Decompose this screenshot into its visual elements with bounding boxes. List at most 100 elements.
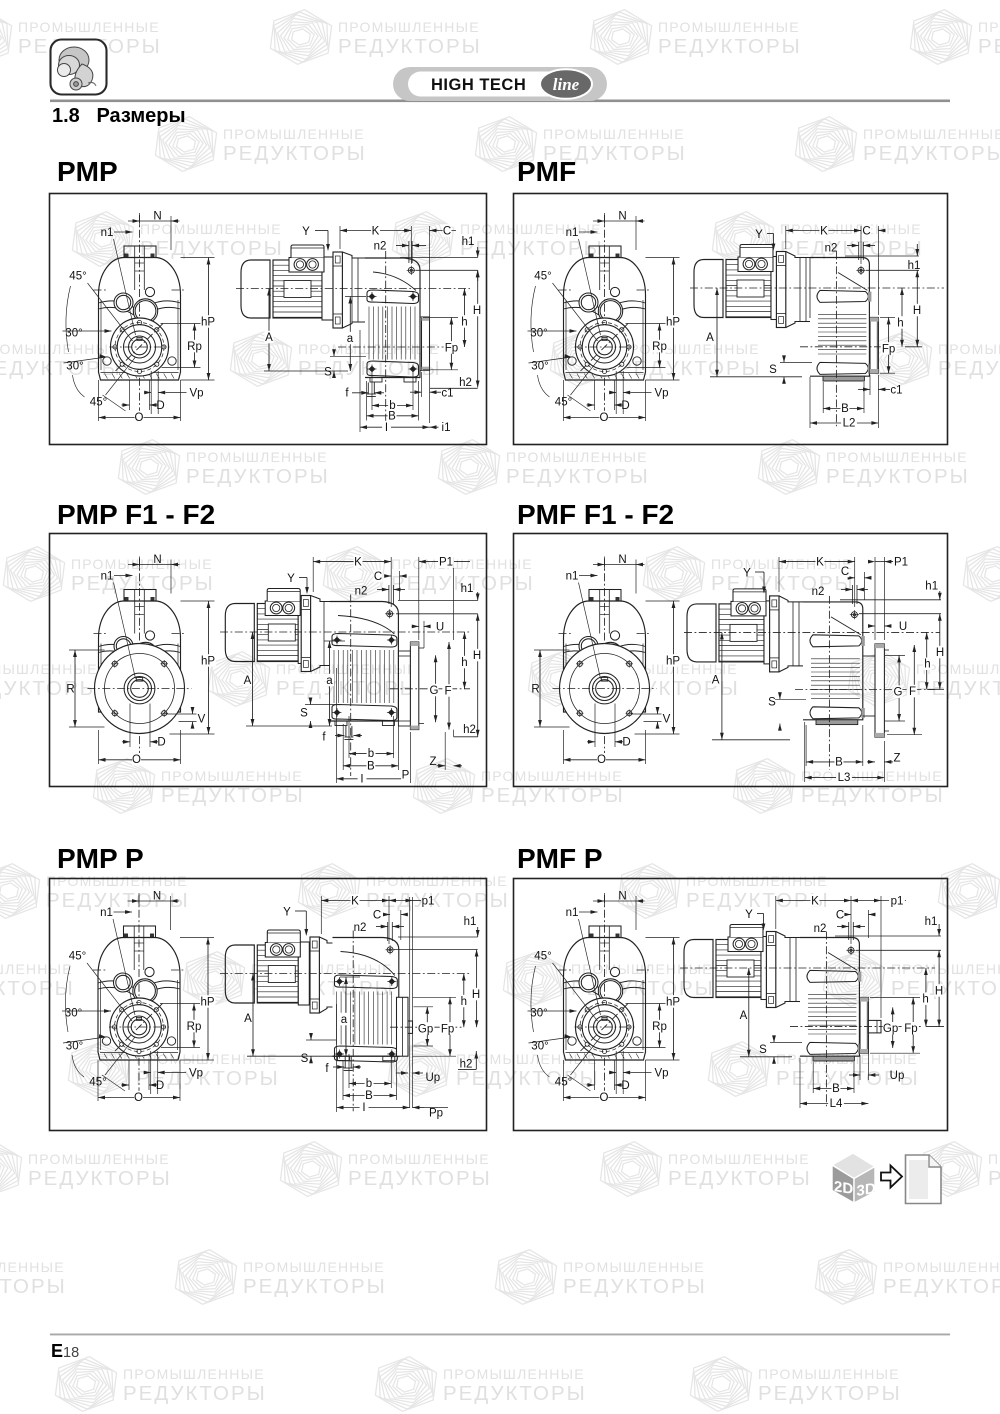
svg-text:G: G	[430, 685, 439, 697]
svg-text:N: N	[153, 554, 161, 566]
svg-text:H: H	[473, 305, 481, 317]
svg-text:n2: n2	[355, 585, 368, 597]
svg-text:N: N	[153, 890, 161, 902]
svg-text:hP: hP	[666, 655, 680, 667]
svg-text:D: D	[621, 1080, 629, 1092]
svg-text:45°: 45°	[555, 396, 572, 408]
svg-text:K: K	[820, 225, 828, 237]
svg-text:30°: 30°	[66, 360, 83, 372]
svg-text:hP: hP	[666, 996, 680, 1008]
svg-text:hP: hP	[200, 996, 214, 1008]
svg-text:O: O	[135, 412, 144, 424]
svg-text:n1: n1	[566, 570, 579, 582]
svg-text:A: A	[244, 1013, 252, 1025]
svg-text:hP: hP	[201, 316, 215, 328]
svg-text:i1: i1	[442, 422, 451, 434]
svg-text:C: C	[374, 571, 382, 583]
svg-text:H: H	[473, 650, 481, 662]
svg-text:Gp: Gp	[883, 1023, 898, 1035]
svg-text:S: S	[759, 1044, 767, 1056]
svg-text:K: K	[811, 895, 819, 907]
svg-text:Fp: Fp	[441, 1023, 454, 1035]
svg-text:Up: Up	[425, 1072, 440, 1084]
svg-text:B: B	[841, 403, 849, 415]
svg-text:h: h	[461, 657, 467, 669]
svg-text:N: N	[618, 210, 626, 222]
svg-text:h: h	[924, 659, 930, 671]
svg-text:c1: c1	[441, 387, 453, 399]
svg-text:O: O	[132, 754, 141, 766]
svg-text:c1: c1	[890, 384, 902, 396]
svg-text:a: a	[347, 333, 354, 345]
svg-text:L3: L3	[838, 772, 851, 784]
svg-text:n2: n2	[374, 240, 387, 252]
svg-text:Vp: Vp	[189, 387, 203, 399]
svg-text:h: h	[461, 996, 467, 1008]
svg-text:C: C	[373, 909, 381, 921]
svg-text:Z: Z	[893, 752, 900, 764]
svg-text:p1: p1	[422, 895, 435, 907]
svg-text:C: C	[836, 909, 844, 921]
svg-text:D: D	[156, 400, 164, 412]
svg-text:Y: Y	[745, 909, 753, 921]
svg-text:b: b	[366, 1078, 372, 1090]
svg-text:L4: L4	[830, 1098, 843, 1110]
svg-text:H: H	[936, 647, 944, 659]
svg-text:30°: 30°	[66, 1040, 83, 1052]
svg-text:30°: 30°	[531, 360, 548, 372]
svg-text:30°: 30°	[65, 327, 82, 339]
svg-text:h: h	[897, 317, 903, 329]
svg-text:S: S	[301, 1053, 309, 1065]
svg-text:V: V	[198, 713, 206, 725]
svg-text:30°: 30°	[531, 1040, 548, 1052]
svg-text:45°: 45°	[90, 396, 107, 408]
svg-text:Fp: Fp	[904, 1023, 917, 1035]
svg-text:O: O	[134, 1092, 143, 1104]
svg-text:N: N	[618, 554, 626, 566]
svg-text:n2: n2	[812, 586, 825, 598]
svg-text:P: P	[402, 770, 410, 782]
svg-text:n1: n1	[101, 570, 114, 582]
svg-text:Y: Y	[287, 573, 295, 585]
svg-text:HIGH TECH: HIGH TECH	[431, 76, 526, 94]
svg-text:Y: Y	[302, 226, 310, 238]
svg-text:Fp: Fp	[445, 342, 458, 354]
svg-text:45°: 45°	[534, 270, 551, 282]
svg-text:Rp: Rp	[187, 341, 202, 353]
svg-text:30°: 30°	[65, 1007, 82, 1019]
svg-text:F: F	[444, 685, 451, 697]
svg-text:S: S	[768, 696, 776, 708]
svg-text:F: F	[909, 686, 916, 698]
svg-text:Y: Y	[743, 567, 751, 579]
svg-text:B: B	[835, 756, 843, 768]
svg-text:h: h	[461, 316, 467, 328]
svg-text:B: B	[365, 1090, 373, 1102]
svg-text:I: I	[385, 422, 388, 434]
svg-text:D: D	[622, 737, 630, 749]
svg-text:Vp: Vp	[189, 1067, 203, 1079]
svg-text:B: B	[388, 410, 396, 422]
svg-text:D: D	[157, 737, 165, 749]
svg-text:b: b	[389, 400, 395, 412]
svg-text:H: H	[935, 985, 943, 997]
svg-text:a: a	[341, 1014, 348, 1026]
svg-text:h1: h1	[462, 236, 475, 248]
svg-text:30°: 30°	[530, 327, 547, 339]
svg-text:45°: 45°	[89, 1076, 106, 1088]
svg-text:2D: 2D	[834, 1178, 853, 1198]
svg-text:U: U	[436, 621, 444, 633]
svg-text:f: f	[322, 731, 326, 743]
svg-text:Z: Z	[429, 756, 436, 768]
svg-text:line: line	[553, 75, 580, 94]
svg-text:Vp: Vp	[654, 387, 668, 399]
svg-text:S: S	[769, 364, 777, 376]
svg-text:N: N	[153, 210, 161, 222]
svg-text:n1: n1	[101, 227, 114, 239]
svg-text:Up: Up	[890, 1070, 905, 1082]
svg-text:H: H	[913, 305, 921, 317]
svg-text:A: A	[740, 1010, 748, 1022]
svg-text:p1: p1	[891, 895, 904, 907]
svg-text:I: I	[362, 1102, 365, 1114]
svg-text:n1: n1	[566, 907, 579, 919]
svg-text:b: b	[368, 748, 374, 760]
